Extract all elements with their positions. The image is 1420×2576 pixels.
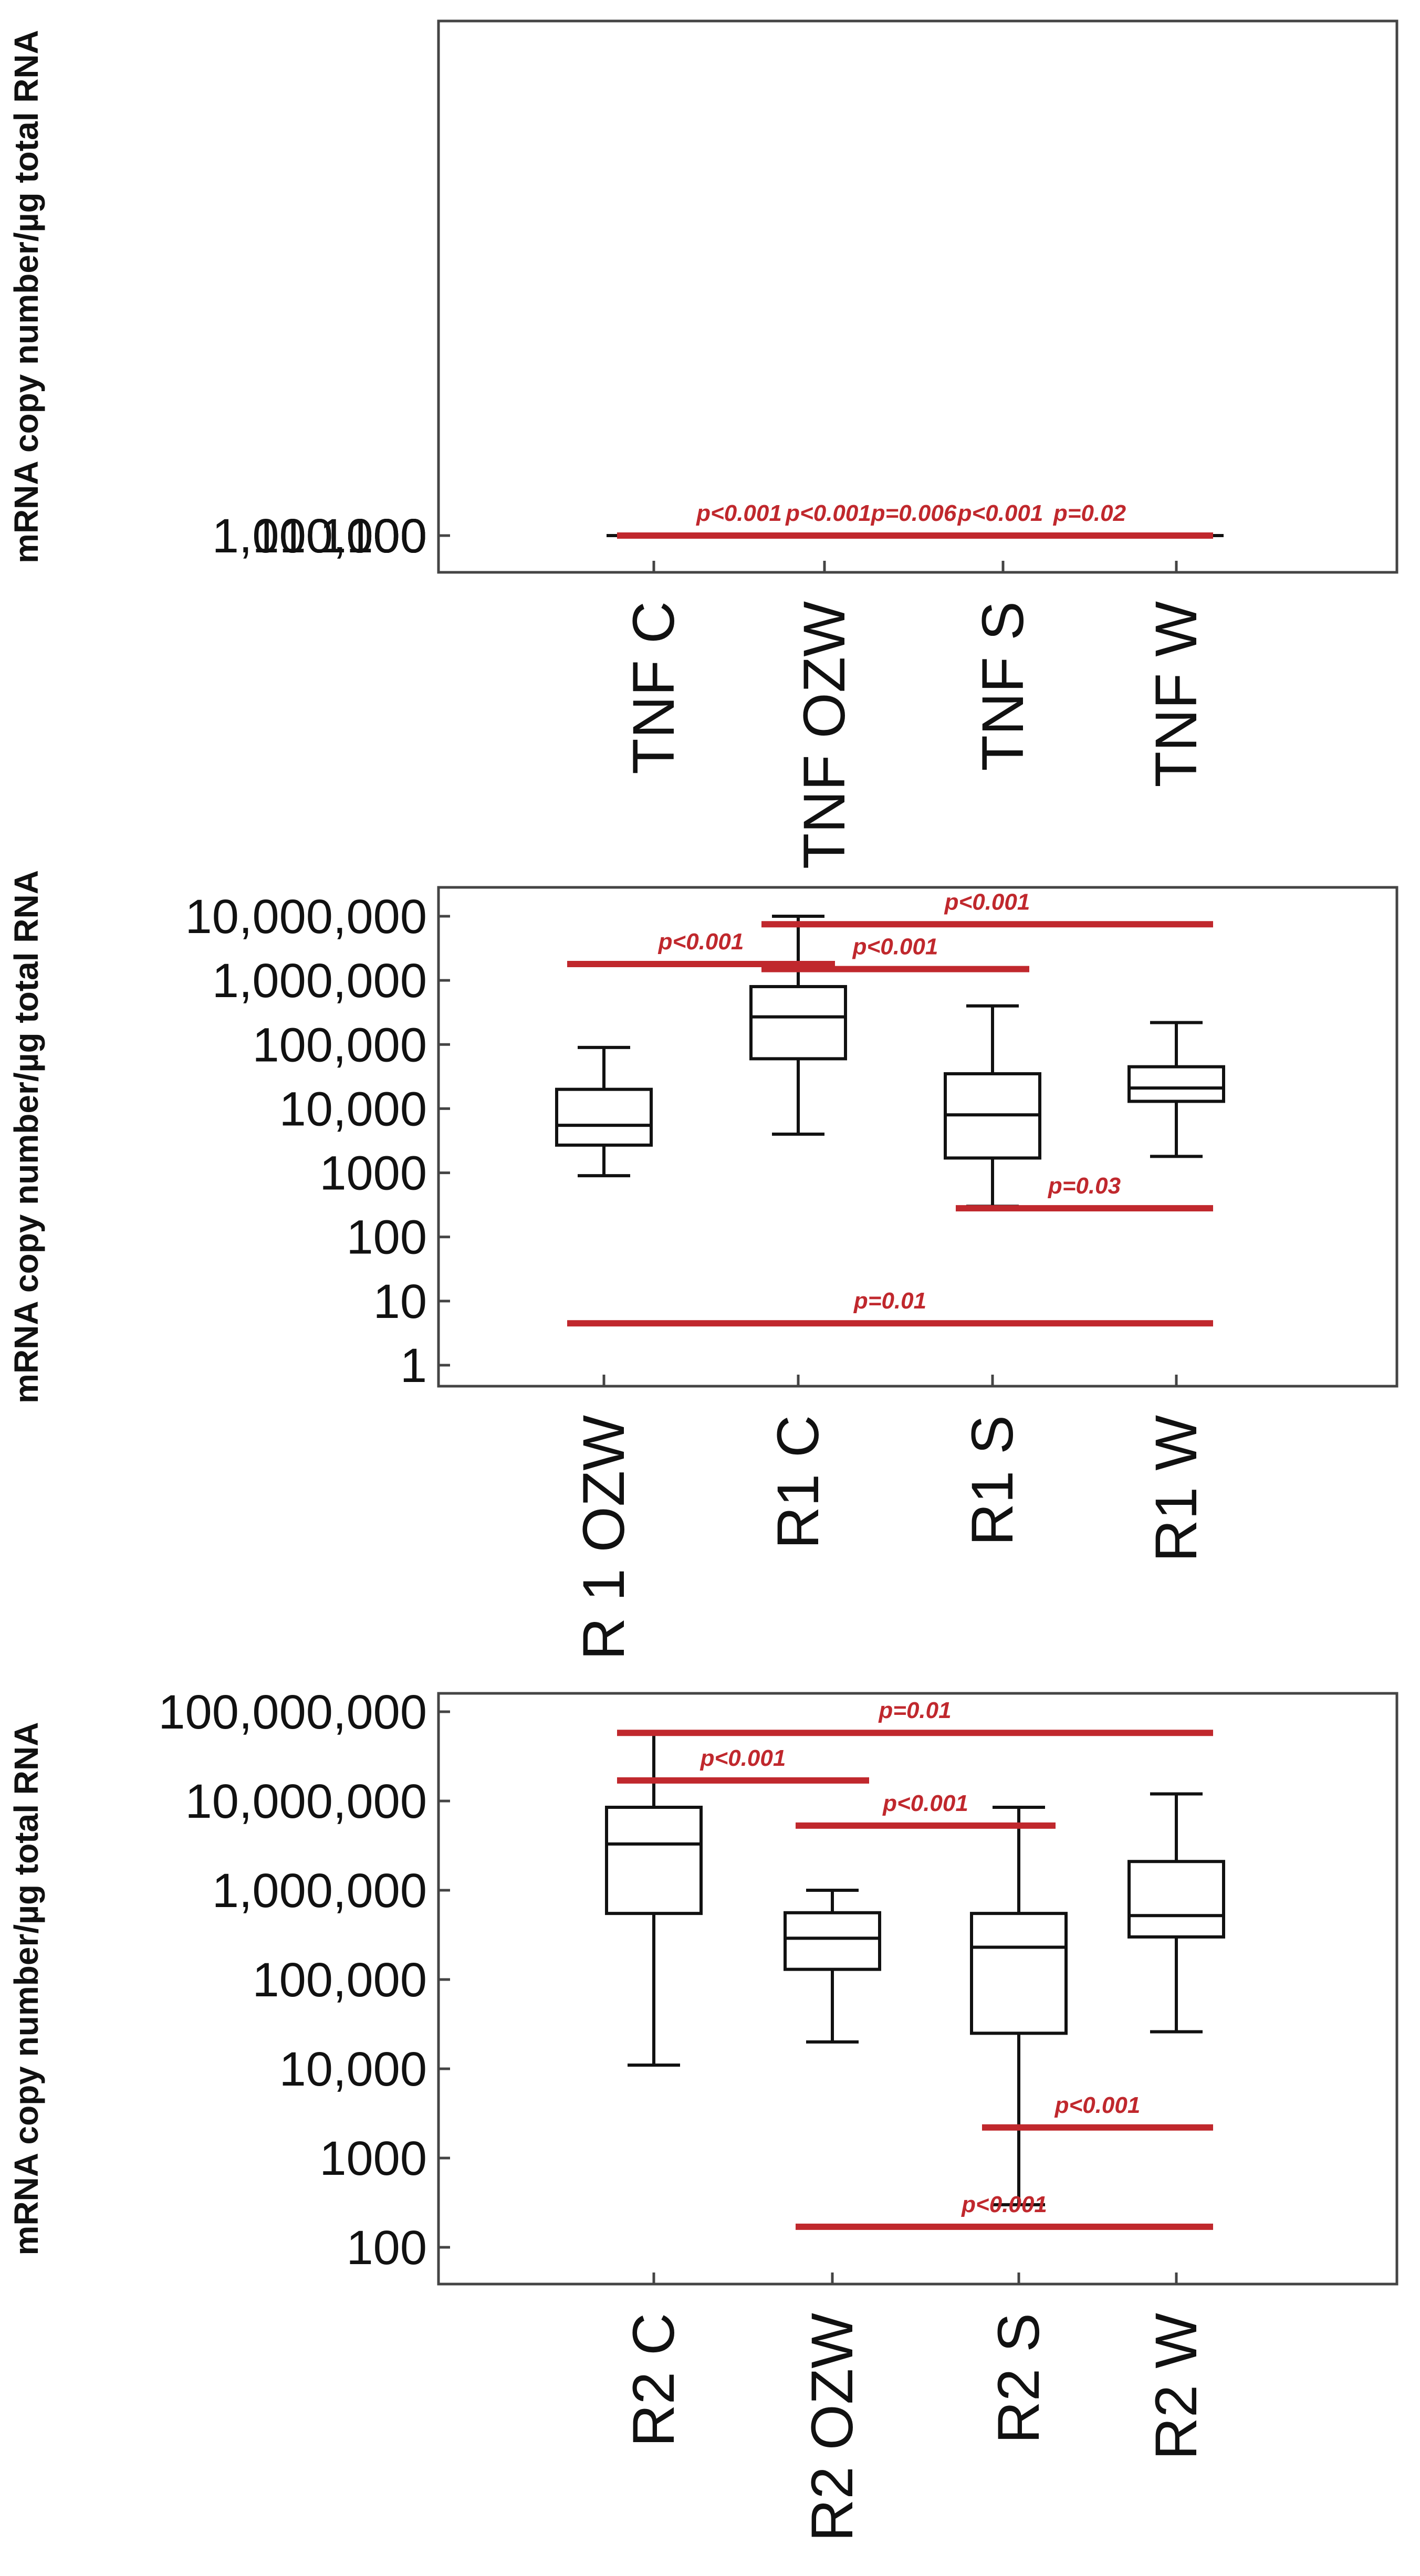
y-tick-label: 100 [347, 509, 427, 563]
x-tick-label: TNF C [621, 601, 686, 774]
y-tick-label: 1000 [319, 509, 427, 563]
iqr-box [1127, 1860, 1225, 1939]
significance-annotation: p<0.001 [796, 2192, 1213, 2230]
x-tick-label: R2 W [1143, 2313, 1209, 2460]
iqr-box [749, 985, 847, 1061]
chart-panel-2: 1 10 100 1000 10,000 100,000 1,000,000 10,000,0… [7, 870, 1398, 1660]
y-tick-label: 100,000,000 [158, 1685, 427, 1739]
iqr-box [784, 1911, 881, 1971]
y-tick-label: 10 [373, 1275, 427, 1328]
x-tick-label: R1 C [765, 1415, 831, 1549]
x-tick-label: R2 C [621, 2313, 686, 2447]
plot-frame [437, 19, 1398, 574]
significance-annotation: p<0.001 [796, 1790, 1056, 1829]
box-r2-s [970, 1805, 1068, 2206]
p-value-label: p=0.006 [871, 500, 957, 526]
y-axis-label: mRNA copy number/µg total RNA [7, 870, 45, 1404]
significance-annotation: p<0.001 [761, 889, 1213, 928]
significance-annotation: p<0.001 [617, 1745, 869, 1784]
x-tick-label: R2 S [986, 2313, 1051, 2444]
plot-frame [437, 886, 1398, 1388]
box-r1-c [749, 915, 847, 1136]
p-value-label: p<0.001 [785, 500, 871, 526]
iqr-box [555, 1087, 653, 1147]
box-r1-s [944, 1004, 1041, 1208]
significance-annotation: p<0.001 [761, 934, 1029, 972]
y-tick-label: 100 [347, 1211, 427, 1264]
p-value-label: p<0.001 [944, 889, 1030, 915]
y-tick-label: 10,000 [279, 2043, 427, 2096]
y-tick-label: 10,000 [279, 1082, 427, 1136]
x-tick-label: R1 S [959, 1415, 1025, 1546]
y-tick-label: 100 [347, 2221, 427, 2275]
box-r2-w [1127, 1792, 1225, 2034]
y-tick-label: 1,000,000 [212, 509, 427, 563]
y-tick-label: 100,000 [252, 509, 427, 563]
y-tick-label: 100,000 [252, 1953, 427, 2007]
p-value-label: p<0.001 [700, 1745, 786, 1771]
p-value-label: p=0.03 [1048, 1173, 1121, 1199]
y-tick-label: 10,000,000 [185, 1775, 427, 1828]
y-tick-label: 1 [400, 1339, 427, 1392]
box-r-1-ozw [555, 1045, 653, 1178]
significance-annotation: p=0.01 [617, 1698, 1213, 1736]
significance-annotation: p=0.006 [788, 500, 1040, 539]
y-tick-label: 1,000,000 [212, 1864, 427, 1918]
x-tick-label: TNF W [1143, 601, 1209, 788]
y-tick-label: 1000 [319, 2132, 427, 2185]
y-tick-label: 100,000 [252, 1018, 427, 1072]
p-value-label: p<0.001 [1054, 2092, 1141, 2118]
significance-annotation: p<0.001 [982, 2092, 1213, 2131]
x-tick-label: R1 W [1143, 1415, 1209, 1562]
x-tick-label: TNF OZW [791, 601, 857, 869]
chart-panel-3: 100 1000 10,000 100,000 1,000,000 10,000,000 1… [7, 1685, 1398, 2542]
significance-annotation: p=0.01 [567, 1288, 1213, 1327]
p-value-label: p<0.001 [696, 500, 782, 526]
p-value-label: p=0.01 [878, 1698, 951, 1723]
iqr-box [605, 1805, 703, 1915]
box-r2-ozw [784, 1889, 881, 2044]
y-tick-label: 1,000,000 [212, 954, 427, 1008]
y-axis-label: mRNA copy number/µg total RNA [7, 1722, 45, 2256]
p-value-label: p<0.001 [658, 929, 744, 955]
iqr-box [970, 1912, 1068, 2035]
y-tick-label: 1000 [319, 1147, 427, 1200]
significance-annotation: p=0.03 [956, 1173, 1213, 1212]
y-axis-label: mRNA copy number/µg total RNA [7, 30, 45, 563]
x-tick-label: R2 OZW [799, 2313, 865, 2542]
iqr-box [1127, 1065, 1225, 1103]
significance-annotation: p<0.001 [567, 929, 835, 967]
p-value-label: p=0.02 [1053, 500, 1126, 526]
box-r1-w [1127, 1021, 1225, 1158]
p-value-label: p<0.001 [961, 2192, 1047, 2217]
p-value-label: p=0.01 [853, 1288, 926, 1314]
x-tick-label: TNF S [970, 601, 1036, 771]
p-value-label: p<0.001 [957, 500, 1043, 526]
plot-frame [437, 1692, 1398, 2286]
p-value-label: p<0.001 [852, 934, 938, 960]
y-tick-label: 10,000 [279, 509, 427, 563]
x-tick-label: R 1 OZW [571, 1415, 636, 1660]
box-r2-c [605, 1730, 703, 2067]
y-tick-label: 10,000,000 [185, 890, 427, 944]
p-value-label: p<0.001 [882, 1790, 968, 1816]
